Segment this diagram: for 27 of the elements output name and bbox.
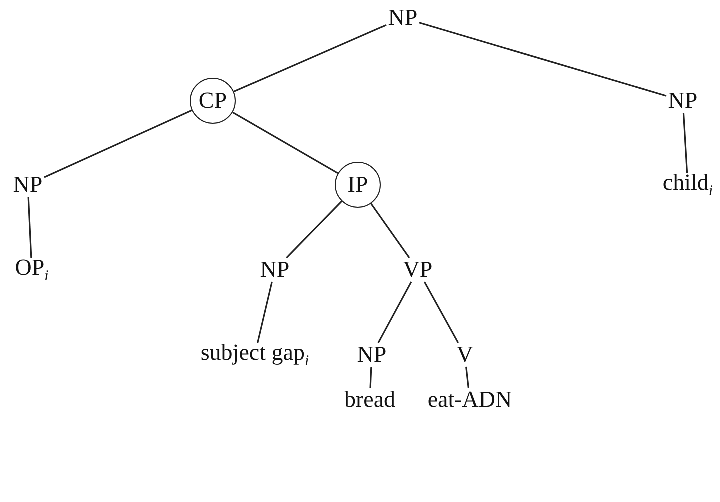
- tree-branch: [232, 112, 338, 174]
- tree-node-label: NP: [668, 88, 698, 114]
- tree-branch: [28, 196, 32, 258]
- tree-branch: [286, 200, 342, 259]
- tree-branch: [466, 366, 470, 388]
- tree-node-label: child$_{i}$: [662, 172, 714, 198]
- tree-node-label: eat-ADN: [427, 387, 513, 413]
- tree-branch: [682, 112, 688, 174]
- tree-node-label: V: [456, 342, 474, 368]
- tree-node-label: NP: [356, 342, 388, 368]
- tree-node-label: VP: [402, 257, 434, 283]
- tree-node-label: bread: [344, 387, 396, 413]
- tree-branch: [378, 282, 412, 344]
- circled-tree-node: CP: [190, 78, 236, 124]
- tree-node-label: NP: [388, 5, 418, 31]
- tree-node-label: NP: [12, 172, 44, 198]
- circled-tree-node: IP: [335, 162, 381, 208]
- tree-branch: [424, 282, 460, 344]
- tree-node-label: NP: [260, 257, 290, 283]
- tree-node-label: OP$_{i}$: [14, 257, 50, 283]
- tree-branch: [257, 282, 273, 344]
- tree-node-label: subject gap$_{i}$: [200, 342, 310, 368]
- tree-branch: [44, 110, 192, 178]
- tree-branch: [419, 22, 667, 97]
- tree-branch: [370, 366, 372, 388]
- tree-branch: [234, 24, 387, 93]
- tree-branch: [370, 203, 410, 258]
